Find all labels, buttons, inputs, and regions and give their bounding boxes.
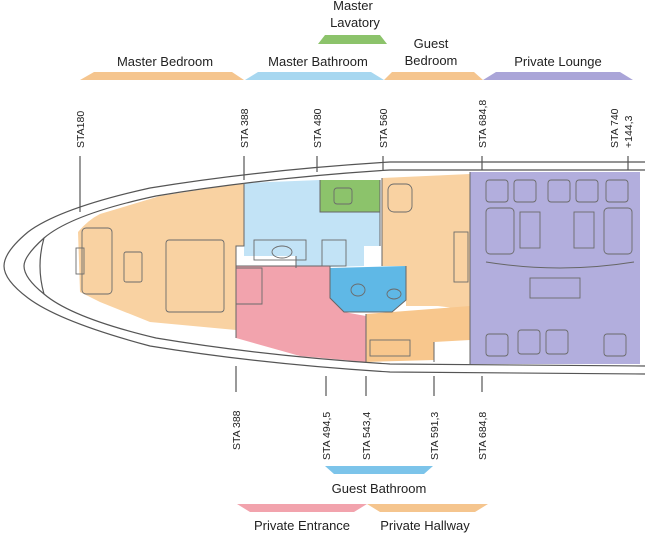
- zone-label-line: Master: [333, 0, 373, 13]
- zone-bracket: [318, 35, 387, 44]
- zone-label: Private Entrance: [254, 518, 350, 533]
- armchair: [387, 183, 413, 213]
- lounge-seat: [605, 179, 629, 203]
- room-private-hallway: [366, 306, 470, 362]
- station-label-line: +144,3: [623, 115, 635, 148]
- station-label: STA 684,8: [477, 100, 489, 148]
- lounge-seat: [513, 179, 537, 203]
- zone-label: Private Lounge: [514, 54, 601, 69]
- station-top-3: STA 560: [378, 108, 390, 170]
- station-label-line: STA 740: [609, 108, 621, 148]
- nightstand: [75, 247, 85, 275]
- station-bottom-0: STA 388: [231, 366, 243, 450]
- station-top-0: STA180: [75, 111, 87, 212]
- station-bottom-1: STA 494,5: [321, 376, 333, 460]
- station-top-1: STA 388: [239, 108, 251, 180]
- master-bed: [165, 239, 225, 313]
- zone-guest-bedroom: Guest Bedroom: [384, 36, 483, 80]
- zone-bracket: [237, 504, 367, 512]
- lounge-seat: [485, 333, 509, 357]
- wall-lounge-aisle: [485, 261, 635, 269]
- lounge-armchair: [603, 207, 633, 255]
- station-label: STA 684,8: [477, 412, 489, 460]
- zone-master-bathroom: Master Bathroom: [245, 54, 384, 80]
- station-top-4: STA 684,8: [477, 100, 489, 170]
- wall-hallway: [365, 314, 435, 362]
- lounge-seat: [517, 329, 541, 355]
- wall-bedroom-aft: [235, 183, 245, 338]
- wall-guest-bedroom: [381, 172, 471, 364]
- zone-master-bedroom: Master Bedroom: [80, 54, 244, 80]
- lavatory-toilet: [333, 187, 353, 205]
- entrance-closet: [236, 267, 263, 305]
- station-top-5: STA 740 +144,3: [609, 108, 635, 170]
- zone-bracket: [245, 72, 384, 80]
- bench: [123, 251, 143, 283]
- nose-bulkhead: [39, 237, 45, 295]
- station-label: STA 388: [239, 108, 251, 148]
- hull-outer: [3, 161, 645, 375]
- sink-basin: [271, 245, 293, 259]
- guest-sink: [350, 283, 366, 297]
- room-private-entrance: [236, 266, 366, 362]
- bed-headboard: [81, 227, 113, 295]
- station-bottom-2: STA 543,4: [361, 376, 373, 460]
- zone-bracket: [483, 72, 633, 80]
- vanity: [253, 239, 307, 261]
- zone-label-line: Lavatory: [330, 15, 380, 30]
- room-guest-bathroom: [330, 266, 406, 312]
- zone-bracket: [325, 466, 433, 474]
- lounge-seat: [485, 179, 509, 203]
- zone-label: Master Bedroom: [117, 54, 213, 69]
- lounge-seat: [603, 333, 627, 357]
- fuselage: [3, 161, 645, 375]
- station-bottom-3: STA 591,3: [429, 376, 441, 460]
- zone-label: Guest Bathroom: [332, 481, 427, 496]
- station-label: STA 591,3: [429, 412, 441, 460]
- lounge-table: [519, 211, 541, 249]
- lounge-table: [573, 211, 595, 249]
- zone-private-entrance: Private Entrance: [237, 504, 367, 533]
- station-label: STA 494,5: [321, 412, 333, 460]
- shower: [321, 239, 347, 267]
- station-top-2: STA 480: [312, 108, 324, 172]
- station-label: STA 480: [312, 108, 324, 148]
- lounge-sofa: [529, 277, 581, 299]
- hull-inner: [23, 169, 645, 367]
- wall-lavatory: [319, 180, 381, 246]
- lounge-seat: [575, 179, 599, 203]
- lounge-seat: [547, 179, 571, 203]
- zone-private-lounge: Private Lounge: [483, 54, 633, 80]
- zone-label: Private Hallway: [380, 518, 470, 533]
- room-master-lavatory: [320, 180, 380, 212]
- side-cabinet: [453, 231, 469, 283]
- station-label: STA 560: [378, 108, 390, 148]
- guest-toilet: [386, 288, 402, 300]
- zone-private-hallway: Private Hallway: [367, 504, 488, 533]
- lounge-armchair: [485, 207, 515, 255]
- room-master-bedroom: [78, 183, 244, 330]
- zone-label-line: Guest: [414, 36, 449, 51]
- station-label: STA 543,4: [361, 412, 373, 460]
- station-label: STA180: [75, 111, 87, 148]
- wall-bath-block: [236, 256, 407, 313]
- zone-master-lavatory: Master Lavatory: [318, 0, 387, 44]
- station-bottom-4: STA 684,8: [477, 376, 489, 460]
- station-label: STA 388: [231, 410, 243, 450]
- zone-bracket: [367, 504, 488, 512]
- zone-guest-bathroom: Guest Bathroom: [325, 466, 433, 496]
- zone-bracket: [384, 72, 483, 80]
- hallway-console: [369, 339, 411, 357]
- room-guest-bedroom: [382, 174, 470, 310]
- zone-label-line: Bedroom: [405, 53, 458, 68]
- zone-label: Master Bathroom: [268, 54, 368, 69]
- lounge-seat: [545, 329, 569, 355]
- zone-bracket: [80, 72, 244, 80]
